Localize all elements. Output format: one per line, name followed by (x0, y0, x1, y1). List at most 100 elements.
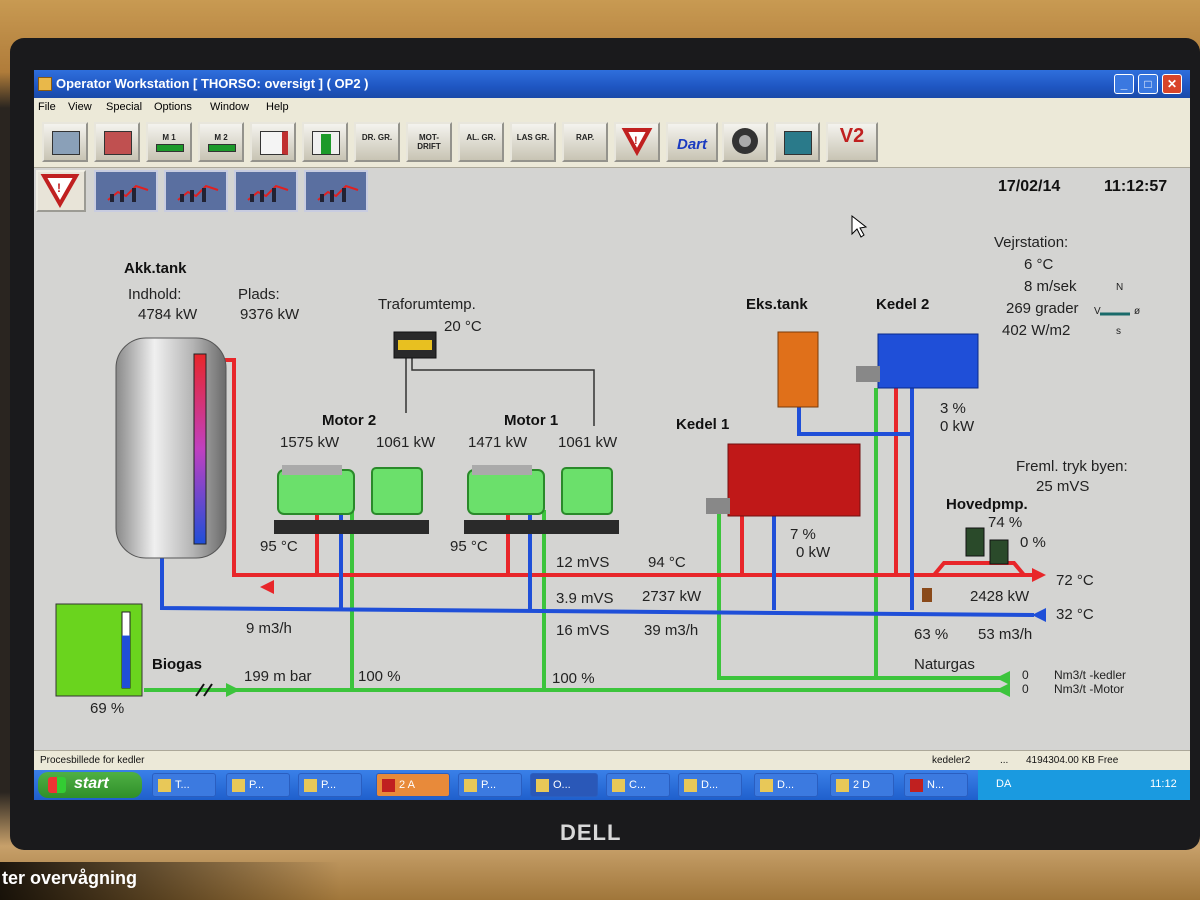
windows-flag-icon (48, 777, 66, 793)
ekstank-pipe (797, 407, 912, 436)
mot-drift-button[interactable]: MOT- DRIFT (406, 122, 452, 162)
forward-mvs: 12 mVS (556, 554, 610, 571)
task-item[interactable]: 2 D (830, 773, 894, 797)
language-indicator[interactable]: DA (996, 778, 1012, 790)
plant-button[interactable] (94, 122, 140, 162)
task-label: 2 A (399, 779, 415, 791)
task-item-active[interactable]: O... (530, 773, 598, 797)
las-gr-button[interactable]: LAS GR. (510, 122, 556, 162)
hovedpmp-title: Hovedpmp. (946, 496, 1028, 513)
trafo-value: 20 °C (444, 318, 482, 335)
akk-plads-label: Plads: (238, 286, 280, 303)
return-in-arrow (1032, 608, 1046, 622)
biogas-break-mark (195, 683, 205, 697)
alarm-toolbar-button[interactable]: ! (614, 122, 660, 162)
task-item[interactable]: C... (606, 773, 670, 797)
task-item[interactable]: P... (226, 773, 290, 797)
trafo-display (398, 340, 432, 350)
menu-window[interactable]: Window (210, 101, 250, 113)
task-item[interactable]: T... (152, 773, 216, 797)
rap-label: RAP. (575, 133, 595, 142)
return-main-pipe (160, 558, 1035, 617)
al-gr-button[interactable]: AL. GR. (458, 122, 504, 162)
status-left: Procesbillede for kedler (40, 755, 145, 766)
trend-button-4[interactable] (304, 170, 368, 212)
rap-button[interactable]: RAP. (562, 122, 608, 162)
plant-icon (104, 131, 132, 155)
motor1-button[interactable]: M 1 (146, 122, 192, 162)
alarm-button[interactable]: ! (36, 170, 86, 212)
motor1-base (464, 520, 619, 534)
start-button[interactable]: start (38, 772, 142, 798)
task-item[interactable]: P... (298, 773, 362, 797)
kedel2 (877, 333, 979, 389)
device-icon (784, 131, 812, 155)
ret-temp: 32 °C (1056, 606, 1094, 623)
process-diagram (55, 214, 1130, 697)
task-icon (910, 779, 923, 792)
screen: Operator Workstation [ THORSO: oversigt … (34, 70, 1190, 800)
minimize-button[interactable]: _ (1114, 74, 1134, 94)
menu-options[interactable]: Options (154, 101, 192, 113)
task-label: T... (175, 779, 190, 791)
overview-button[interactable] (42, 122, 88, 162)
task-icon (304, 779, 317, 792)
motor2-kw1: 1575 kW (280, 434, 340, 451)
task-label: P... (249, 779, 265, 791)
dart-button[interactable]: Dart (666, 122, 718, 162)
biogas-pressure: 199 m bar (244, 668, 312, 685)
forward-temp: 94 °C (648, 554, 686, 571)
panel-button[interactable] (250, 122, 296, 162)
tray-clock: 11:12 (1150, 778, 1177, 790)
kedel2-pct: 3 % (940, 400, 966, 417)
alarm-task-icon (382, 779, 395, 792)
akk-indhold-label: Indhold: (128, 286, 182, 303)
motor1-group (464, 465, 619, 534)
maximize-button[interactable]: □ (1138, 74, 1158, 94)
window-titlebar[interactable]: Operator Workstation [ THORSO: oversigt … (34, 70, 1190, 98)
dr-gr-button[interactable]: DR. GR. (354, 122, 400, 162)
v2-button[interactable]: V2 (826, 122, 878, 162)
motor2-button[interactable]: M 2 (198, 122, 244, 162)
level-button[interactable] (302, 122, 348, 162)
return-valve (922, 588, 932, 602)
trafo-label: Traforumtemp. (378, 296, 476, 313)
menu-file[interactable]: File (38, 101, 56, 113)
menu-view[interactable]: View (68, 101, 92, 113)
out-temp: 72 °C (1056, 572, 1094, 589)
start-label: start (74, 775, 109, 792)
motor1-temp: 95 °C (450, 538, 488, 555)
akk-return-arrow (260, 580, 274, 594)
system-tray: DA 11:12 (978, 770, 1190, 800)
close-button[interactable]: ✕ (1162, 74, 1182, 94)
trend-button-2[interactable] (164, 170, 228, 212)
dart-label: Dart (676, 136, 707, 153)
trend-button-1[interactable] (94, 170, 158, 212)
akk-tank-temp-bar (193, 353, 207, 545)
device-button[interactable] (774, 122, 820, 162)
task-item[interactable]: N... (904, 773, 968, 797)
compass-north: N (1116, 282, 1124, 293)
task-item[interactable]: D... (678, 773, 742, 797)
task-item-alarm[interactable]: 2 A (376, 773, 450, 797)
pump-bypass-pipe (932, 561, 1026, 577)
menu-help[interactable]: Help (266, 101, 289, 113)
task-item[interactable]: D... (754, 773, 818, 797)
caption-text: ter overvågning (2, 868, 138, 888)
biogas-arrow (226, 683, 240, 697)
motor1-title: Motor 1 (504, 412, 559, 429)
out-kw: 2428 kW (970, 588, 1030, 605)
kedel2-kw: 0 kW (940, 418, 975, 435)
motor2-title: Motor 2 (322, 412, 377, 429)
las-gr-label: LAS GR. (516, 133, 550, 142)
task-item[interactable]: P... (458, 773, 522, 797)
kedel1-kw: 0 kW (796, 544, 831, 561)
weather-title: Vejrstation: (994, 234, 1069, 251)
trend-button-3[interactable] (234, 170, 298, 212)
wheel-button[interactable] (722, 122, 768, 162)
flow-value: 39 m3/h (644, 622, 699, 639)
motor1-head (472, 465, 532, 475)
status-mid: kedeler2 (932, 755, 971, 766)
kedel1-burner (706, 498, 730, 514)
menu-special[interactable]: Special (106, 101, 143, 113)
